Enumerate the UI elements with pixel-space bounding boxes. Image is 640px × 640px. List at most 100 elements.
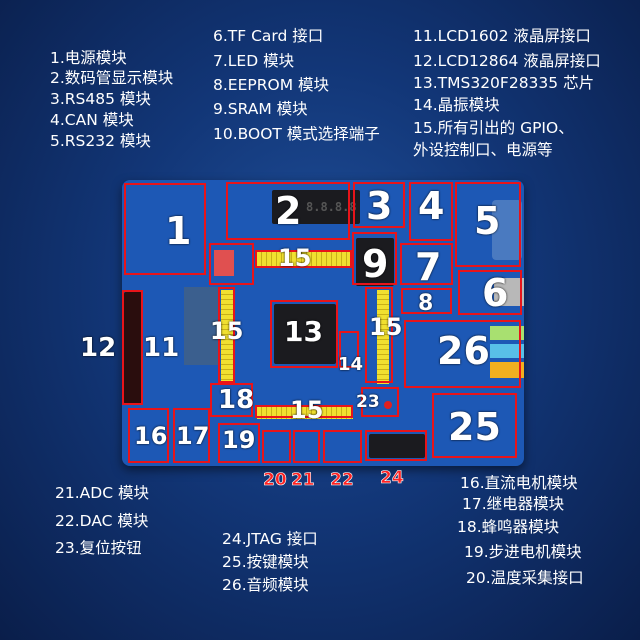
- legend-item-16: 16.直流电机模块: [460, 474, 578, 492]
- legend-item-19: 19.步进电机模块: [464, 543, 582, 561]
- legend-item-9: 9.SRAM 模块: [213, 100, 308, 118]
- legend-item-15-cont: 外设控制口、电源等: [413, 141, 553, 159]
- audio-jack-blue: [490, 344, 524, 358]
- marker-box-19: [218, 423, 260, 463]
- tf-card-slot: [494, 278, 524, 306]
- marker-13: 13: [284, 315, 323, 348]
- marker-box-8: [401, 288, 452, 314]
- marker-box-17: [173, 408, 210, 463]
- marker-25: 25: [448, 405, 501, 449]
- marker-23: 23: [356, 392, 380, 412]
- marker-17: 17: [176, 422, 210, 450]
- marker-3: 3: [366, 184, 393, 228]
- marker-5: 5: [474, 199, 501, 243]
- marker-24: 24: [380, 468, 404, 488]
- legend-item-1: 1.电源模块: [50, 49, 127, 67]
- marker-16: 16: [134, 422, 168, 450]
- legend-item-10: 10.BOOT 模式选择端子: [213, 125, 380, 143]
- marker-box-2: [226, 182, 350, 240]
- marker-8: 8: [418, 291, 434, 316]
- audio-jack-yellow: [490, 362, 524, 378]
- marker-22: 22: [330, 470, 354, 490]
- marker-26: 26: [437, 329, 490, 373]
- marker-11: 11: [143, 333, 180, 363]
- legend-item-24: 24.JTAG 接口: [222, 530, 318, 548]
- marker-15-left: 15: [210, 317, 244, 345]
- seven-segment-display: 8.8.8.8: [306, 200, 357, 214]
- marker-box-12: [122, 290, 143, 405]
- marker-box-16: [128, 408, 169, 463]
- dsp-dev-board: 8.8.8.8: [122, 180, 524, 466]
- marker-box-9: [352, 232, 397, 285]
- marker-20: 20: [263, 470, 287, 490]
- marker-6: 6: [482, 271, 509, 315]
- marker-box-13: [270, 300, 338, 368]
- marker-box-5: [455, 182, 521, 267]
- lcd12864-header: [124, 292, 142, 404]
- legend-item-18: 18.蜂鸣器模块: [457, 518, 560, 536]
- db9-connector: [492, 200, 522, 260]
- legend-item-25: 25.按键模块: [222, 553, 309, 571]
- marker-15-bottom: 15: [290, 396, 324, 424]
- marker-box-18: [210, 383, 253, 417]
- marker-box-10-dip: [209, 243, 254, 285]
- legend-item-26: 26.音频模块: [222, 576, 309, 594]
- legend-item-11: 11.LCD1602 液晶屏接口: [413, 27, 591, 45]
- legend-item-22: 22.DAC 模块: [55, 512, 149, 530]
- marker-1: 1: [165, 209, 192, 253]
- legend-item-4: 4.CAN 模块: [50, 111, 134, 129]
- marker-7: 7: [415, 245, 442, 289]
- audio-jack-green: [490, 326, 524, 340]
- mcu-chip: [274, 304, 336, 364]
- gpio-header-right: [377, 290, 389, 384]
- marker-19: 19: [222, 426, 256, 454]
- dip-switch: [214, 250, 234, 276]
- legend-item-12: 12.LCD12864 液晶屏接口: [413, 52, 601, 70]
- marker-box-24: [365, 430, 427, 461]
- marker-box-15-bottom: [255, 405, 353, 418]
- legend-item-23: 23.复位按钮: [55, 539, 142, 557]
- legend-item-17: 17.继电器模块: [462, 495, 565, 513]
- marker-box-7: [400, 243, 453, 285]
- lcd1602-area: [184, 287, 219, 365]
- marker-box-6: [458, 270, 522, 315]
- marker-box-21: [293, 430, 320, 463]
- marker-box-15-right: [365, 287, 393, 383]
- marker-9: 9: [362, 242, 389, 286]
- marker-box-1: [124, 183, 206, 275]
- legend-item-8: 8.EEPROM 模块: [213, 76, 329, 94]
- marker-12: 12: [80, 333, 117, 363]
- marker-box-25: [432, 393, 517, 458]
- marker-4: 4: [418, 184, 445, 228]
- marker-15-right: 15: [369, 313, 403, 341]
- marker-box-15-left: [218, 287, 235, 383]
- marker-21: 21: [291, 470, 315, 490]
- legend-item-5: 5.RS232 模块: [50, 132, 151, 150]
- legend-item-7: 7.LED 模块: [213, 52, 295, 70]
- marker-box-4: [409, 182, 453, 241]
- legend-item-3: 3.RS485 模块: [50, 90, 151, 108]
- marker-15-top: 15: [278, 244, 312, 272]
- marker-box-3: [353, 182, 405, 228]
- legend-item-15: 15.所有引出的 GPIO、: [413, 119, 574, 137]
- gpio-header-left: [221, 290, 234, 384]
- legend-item-2: 2.数码管显示模块: [50, 69, 174, 87]
- gpio-header-top: [257, 252, 353, 268]
- marker-box-20: [262, 430, 291, 463]
- marker-box-15-top: [255, 250, 352, 268]
- legend-item-20: 20.温度采集接口: [466, 569, 584, 587]
- marker-14: 14: [338, 354, 364, 375]
- marker-box-22: [323, 430, 362, 463]
- marker-box-23: [361, 387, 399, 417]
- legend-item-6: 6.TF Card 接口: [213, 27, 324, 45]
- legend-item-21: 21.ADC 模块: [55, 484, 149, 502]
- reset-button-red[interactable]: [384, 401, 392, 409]
- marker-box-26: [404, 320, 521, 388]
- marker-box-14: [339, 331, 359, 368]
- sram-chip: [356, 238, 394, 286]
- marker-18: 18: [218, 385, 255, 415]
- legend-item-14: 14.晶振模块: [413, 96, 500, 114]
- legend-item-13: 13.TMS320F28335 芯片: [413, 74, 595, 92]
- jtag-header: [369, 434, 425, 458]
- marker-2: 2: [275, 189, 302, 233]
